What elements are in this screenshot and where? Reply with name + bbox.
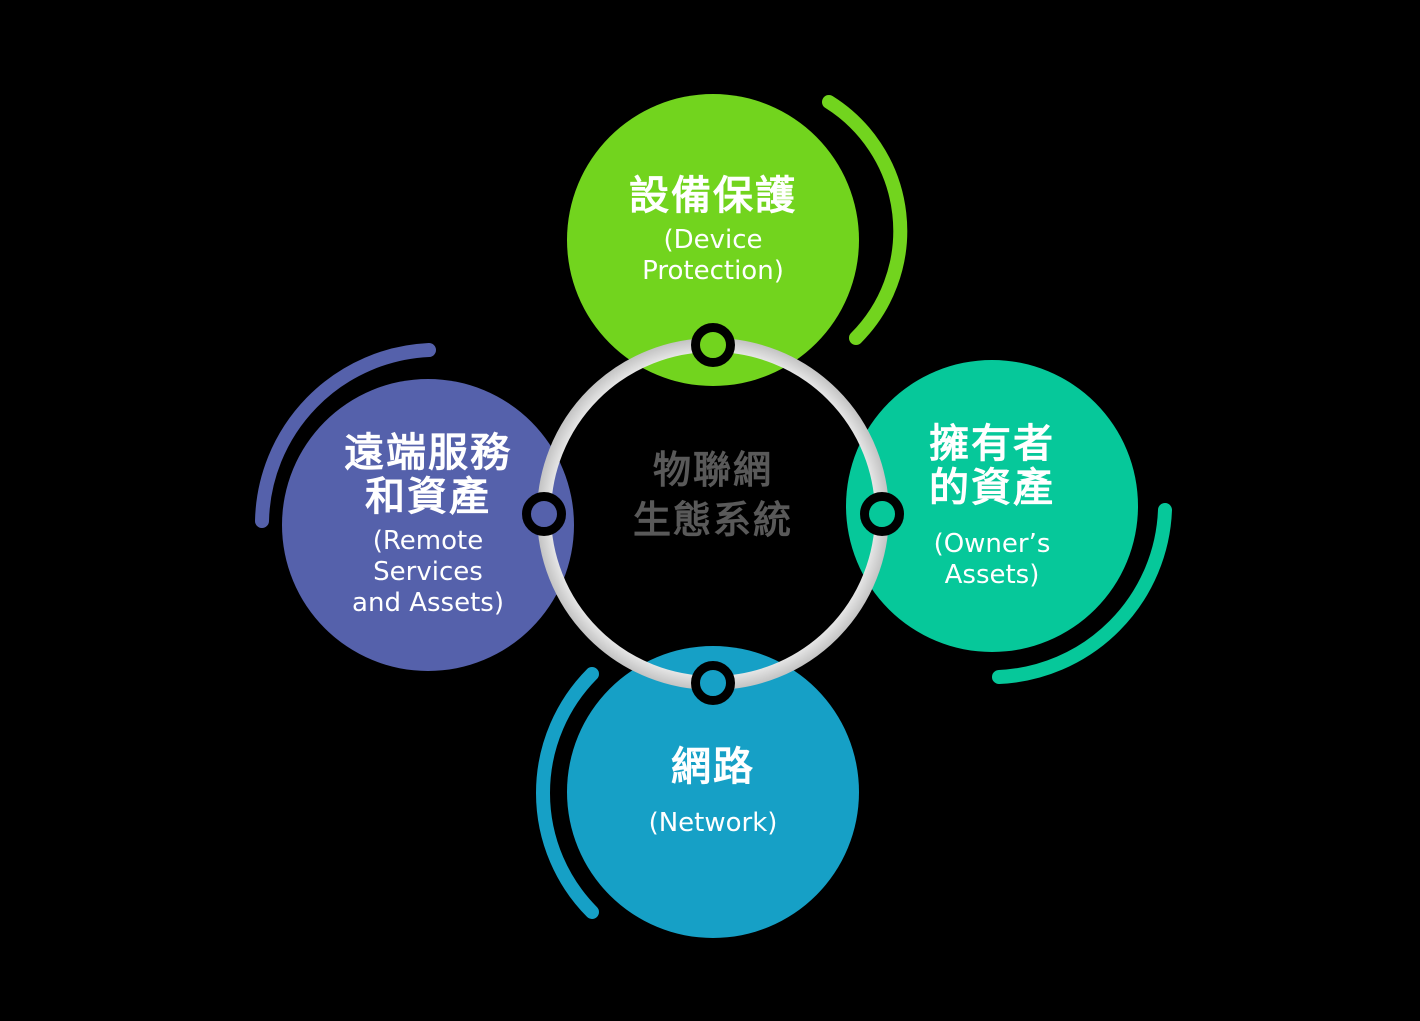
node-subtitle-line: Services xyxy=(373,557,483,587)
connector-dot-top xyxy=(691,323,735,367)
node-content: 網路 (Network) xyxy=(649,745,778,839)
node-subtitle-line: (Network) xyxy=(648,808,778,838)
node-content: 設備保護 (Device Protection) xyxy=(629,174,797,287)
center-label-line: 物聯網 xyxy=(652,448,773,492)
connector-dot-right xyxy=(860,492,904,536)
node-title: 網路 xyxy=(671,745,755,789)
center-label: 物聯網 生態系統 xyxy=(563,445,863,545)
node-content: 遠端服務 和資產 (Remote Services and Assets) xyxy=(344,431,512,619)
center-label-line: 生態系統 xyxy=(632,498,793,542)
node-title: 擁有者 的資產 xyxy=(929,422,1055,510)
node-title-line: 和資產 xyxy=(365,474,491,520)
node-subtitle-line: (Owner’s xyxy=(933,528,1051,559)
node-subtitle: (Device Protection) xyxy=(642,225,784,287)
node-subtitle: (Owner’s Assets) xyxy=(934,529,1051,591)
node-subtitle-line: Assets) xyxy=(944,559,1040,590)
node-title-line: 遠端服務 xyxy=(344,430,512,476)
connector-dot-bottom xyxy=(691,661,735,705)
connector-dot-left xyxy=(522,492,566,536)
node-title-line: 擁有者 xyxy=(929,420,1055,467)
node-device-protection: 設備保護 (Device Protection) xyxy=(567,94,859,386)
node-title: 設備保護 xyxy=(629,174,797,218)
node-subtitle-line: (Remote xyxy=(372,526,484,556)
node-subtitle: (Remote Services and Assets) xyxy=(352,526,504,619)
node-subtitle: (Network) xyxy=(649,808,778,839)
node-title: 遠端服務 和資產 xyxy=(344,431,512,519)
node-subtitle-line: and Assets) xyxy=(352,588,504,618)
node-content: 擁有者 的資產 (Owner’s Assets) xyxy=(929,422,1055,591)
node-subtitle-line: Protection) xyxy=(642,255,784,286)
node-title-line: 的資產 xyxy=(929,464,1055,511)
node-subtitle-line: (Device xyxy=(663,224,763,255)
node-title-line: 設備保護 xyxy=(629,172,797,219)
node-title-line: 網路 xyxy=(670,744,755,790)
node-network: 網路 (Network) xyxy=(567,646,859,938)
